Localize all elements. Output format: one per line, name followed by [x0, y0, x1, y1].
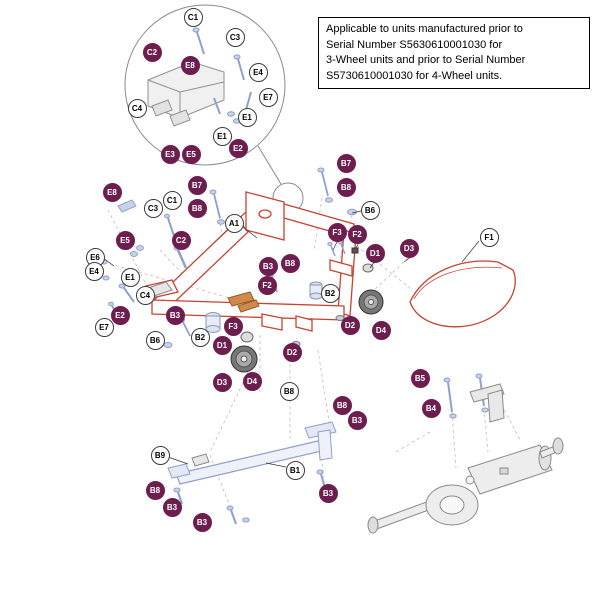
callout-B7: B7 [187, 175, 207, 195]
callout-C2: C2 [171, 230, 191, 250]
callout-B1: B1 [285, 460, 305, 480]
callout-B9: B9 [150, 445, 170, 465]
callout-B5: B5 [410, 368, 430, 388]
misc-hardware [147, 247, 384, 373]
callout-F3: F3 [223, 316, 243, 336]
callout-E2: E2 [110, 305, 130, 325]
callout-B3: B3 [192, 512, 212, 532]
callout-B2: B2 [320, 283, 340, 303]
callout-B3: B3 [347, 410, 367, 430]
callout-E7: E7 [94, 317, 114, 337]
callout-B4: B4 [421, 398, 441, 418]
callout-E1: E1 [237, 107, 257, 127]
callout-B3: B3 [258, 256, 278, 276]
callout-F2: F2 [257, 275, 277, 295]
callout-E8: E8 [102, 182, 122, 202]
callout-B3: B3 [318, 483, 338, 503]
callout-B3: B3 [162, 497, 182, 517]
detail-bracket-sketch [147, 61, 225, 127]
note-line-3: 3-Wheel units and prior to Serial Number [326, 54, 526, 67]
callout-E2: E2 [228, 138, 248, 158]
callout-B8: B8 [279, 381, 299, 401]
bumper [409, 260, 516, 328]
callout-B8: B8 [336, 177, 356, 197]
callout-E1: E1 [212, 126, 232, 146]
note-line-1: Applicable to units manufactured prior t… [326, 23, 523, 35]
callout-C3: C3 [225, 27, 245, 47]
callout-D3: D3 [212, 372, 232, 392]
callout-F1: F1 [479, 227, 499, 247]
note-line-2: Serial Number S5630610001030 for [326, 38, 503, 51]
callout-C1: C1 [183, 7, 203, 27]
callout-A1: A1 [224, 213, 244, 233]
callout-E5: E5 [115, 230, 135, 250]
callout-B8: B8 [145, 480, 165, 500]
callout-D3: D3 [399, 238, 419, 258]
callout-E4: E4 [84, 261, 104, 281]
transaxle-assembly [367, 383, 564, 534]
callout-F3: F3 [327, 222, 347, 242]
callout-B8: B8 [280, 253, 300, 273]
callout-D1: D1 [212, 335, 232, 355]
callout-E7: E7 [258, 87, 278, 107]
applicability-note: Applicable to units manufactured prior t… [318, 17, 590, 90]
callout-D2: D2 [282, 342, 302, 362]
callout-C4: C4 [127, 98, 147, 118]
callout-E8: E8 [180, 55, 200, 75]
callout-B2: B2 [190, 327, 210, 347]
callout-E1: E1 [120, 267, 140, 287]
callout-B7: B7 [336, 153, 356, 173]
callout-D1: D1 [365, 243, 385, 263]
callout-F2: F2 [347, 224, 367, 244]
callout-C4: C4 [135, 285, 155, 305]
callout-B8: B8 [187, 198, 207, 218]
crossbar-assembly [167, 421, 337, 485]
callout-E3: E3 [160, 144, 180, 164]
callout-B6: B6 [360, 200, 380, 220]
callout-C2: C2 [142, 42, 162, 62]
note-line-4: S5730610001030 for 4-Wheel units. [326, 69, 503, 82]
callout-E4: E4 [248, 62, 268, 82]
callout-C3: C3 [143, 198, 163, 218]
callout-D4: D4 [242, 371, 262, 391]
callout-B8: B8 [332, 395, 352, 415]
detail-fasteners [192, 27, 252, 124]
callout-C1: C1 [162, 190, 182, 210]
callout-E5: E5 [181, 144, 201, 164]
callout-B6: B6 [145, 330, 165, 350]
callout-D4: D4 [371, 320, 391, 340]
callout-D2: D2 [340, 315, 360, 335]
callout-B3: B3 [165, 305, 185, 325]
